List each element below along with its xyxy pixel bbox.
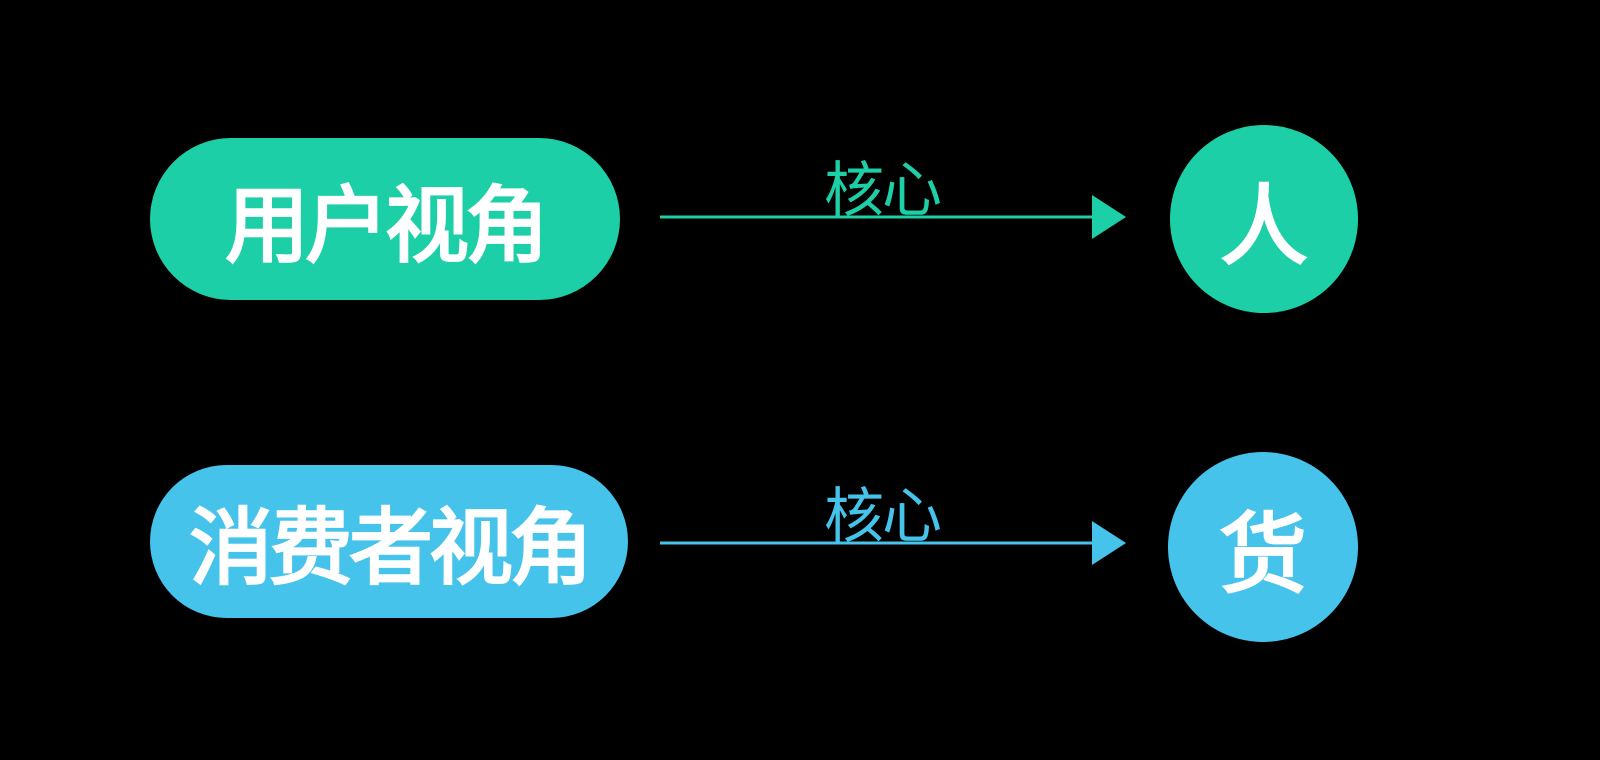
node-user-perspective-label: 用户视角 [224, 178, 549, 273]
node-consumer-perspective: 消费者视角 [150, 465, 628, 618]
arrow-right-icon [660, 195, 1126, 239]
node-person: 人 [1170, 125, 1358, 313]
node-goods-label: 货 [1218, 504, 1307, 604]
node-person-label: 人 [1219, 176, 1308, 276]
edge-label-core-bottom: 核心 [824, 483, 942, 550]
arrow-head [1092, 521, 1126, 565]
arrow-right-icon [660, 521, 1126, 565]
node-user-perspective: 用户视角 [150, 138, 620, 300]
arrow-head [1092, 195, 1126, 239]
node-consumer-perspective-label: 消费者视角 [188, 501, 593, 595]
edge-label-core-top: 核心 [824, 157, 942, 224]
node-goods: 货 [1168, 452, 1358, 642]
